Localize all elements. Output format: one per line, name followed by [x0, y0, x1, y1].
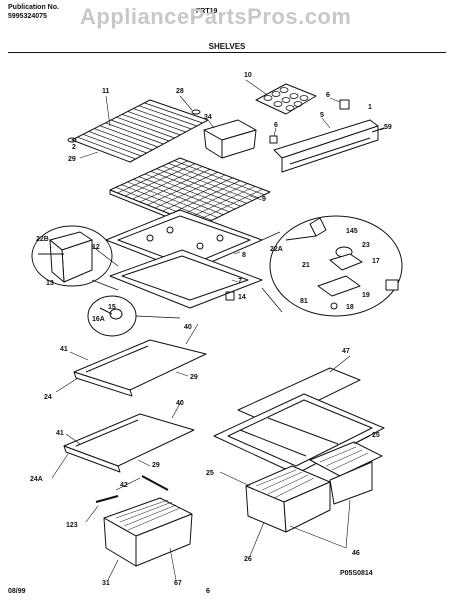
callout-81: 81 [300, 298, 308, 305]
crisper-drawer-right [245, 441, 383, 533]
callout-22A: 22A [270, 246, 283, 253]
callout-31: 31 [102, 580, 110, 587]
callout-47: 47 [342, 348, 350, 355]
callout-67: 67 [174, 580, 182, 587]
callout-123: 123 [66, 522, 78, 529]
detail-circle-left [31, 225, 113, 287]
callout-59: 59 [384, 124, 392, 131]
callout-145: 145 [346, 228, 358, 235]
callout-15: 15 [108, 304, 116, 311]
callout-42: 42 [120, 482, 128, 489]
shelf-clip-28b [67, 137, 77, 143]
callout-23: 23 [362, 242, 370, 249]
crisper-cover-47 [213, 367, 385, 475]
callout-17: 17 [372, 258, 380, 265]
clip-14 [225, 291, 235, 301]
callout-26: 26 [244, 556, 252, 563]
callout-29-lower: 29 [152, 462, 160, 469]
callout-41-upper: 41 [60, 346, 68, 353]
glass-shelf-lower [63, 413, 195, 473]
callout-34: 34 [204, 114, 212, 121]
clip-6-top [339, 99, 350, 110]
callout-11: 11 [102, 88, 110, 95]
callout-21: 21 [302, 262, 310, 269]
callout-25-left: 25 [206, 470, 214, 477]
callout-1: 1 [368, 104, 372, 111]
callout-22B: 22B [36, 236, 49, 243]
callout-14: 14 [238, 294, 246, 301]
callout-5: 5 [320, 112, 324, 119]
callout-10: 10 [244, 72, 252, 79]
callout-12: 12 [92, 244, 100, 251]
dairy-bin-34 [203, 119, 257, 159]
wire-shelf-11 [71, 99, 209, 163]
callout-29-top: 29 [68, 156, 76, 163]
divider-123 [95, 495, 119, 503]
callout-25-right: 25 [372, 432, 380, 439]
page-number: 6 [206, 588, 210, 595]
callout-6: 6 [326, 92, 330, 99]
light-housing-12 [49, 231, 93, 283]
section-title: SHELVES [208, 42, 246, 51]
title-divider [8, 52, 446, 53]
callout-16A: 16A [92, 316, 105, 323]
publication-label: Publication No. [8, 4, 59, 11]
rail-42 [141, 475, 169, 491]
callout-19: 19 [362, 292, 370, 299]
shelf-frame-8 [105, 209, 263, 273]
callout-40-lower: 40 [176, 400, 184, 407]
callout-28: 28 [176, 88, 184, 95]
egg-tray-10 [255, 83, 317, 115]
callout-9: 9 [262, 196, 266, 203]
shelf-clip-28 [191, 109, 201, 115]
crisper-drawer-left [103, 497, 193, 567]
shelf-tray-7 [109, 249, 263, 309]
callout-24A: 24A [30, 476, 43, 483]
switch-assembly [285, 217, 399, 310]
clip-6-mid [269, 135, 278, 144]
publication-number: 5995324075 [8, 13, 47, 20]
callout-8: 8 [242, 252, 246, 259]
callout-13: 13 [46, 280, 54, 287]
model-number: FRT19 [196, 8, 218, 15]
callout-18: 18 [346, 304, 354, 311]
callout-2: 2 [72, 144, 76, 151]
detail-circle-right [269, 215, 403, 317]
callout-40-upper: 40 [184, 324, 192, 331]
callout-41-lower: 41 [56, 430, 64, 437]
trim-rail-5 [273, 119, 379, 173]
figure-code: P05S0814 [340, 570, 373, 577]
footer-date: 08/99 [8, 588, 26, 595]
callout-24: 24 [44, 394, 52, 401]
glass-shelf-upper [73, 339, 207, 397]
watermark: AppliancePartsPros.com [80, 4, 352, 29]
screw-59 [371, 127, 385, 133]
callout-6-mid: 6 [274, 122, 278, 129]
callout-46: 46 [352, 550, 360, 557]
callout-29-upper: 29 [190, 374, 198, 381]
callout-7: 7 [238, 278, 242, 285]
